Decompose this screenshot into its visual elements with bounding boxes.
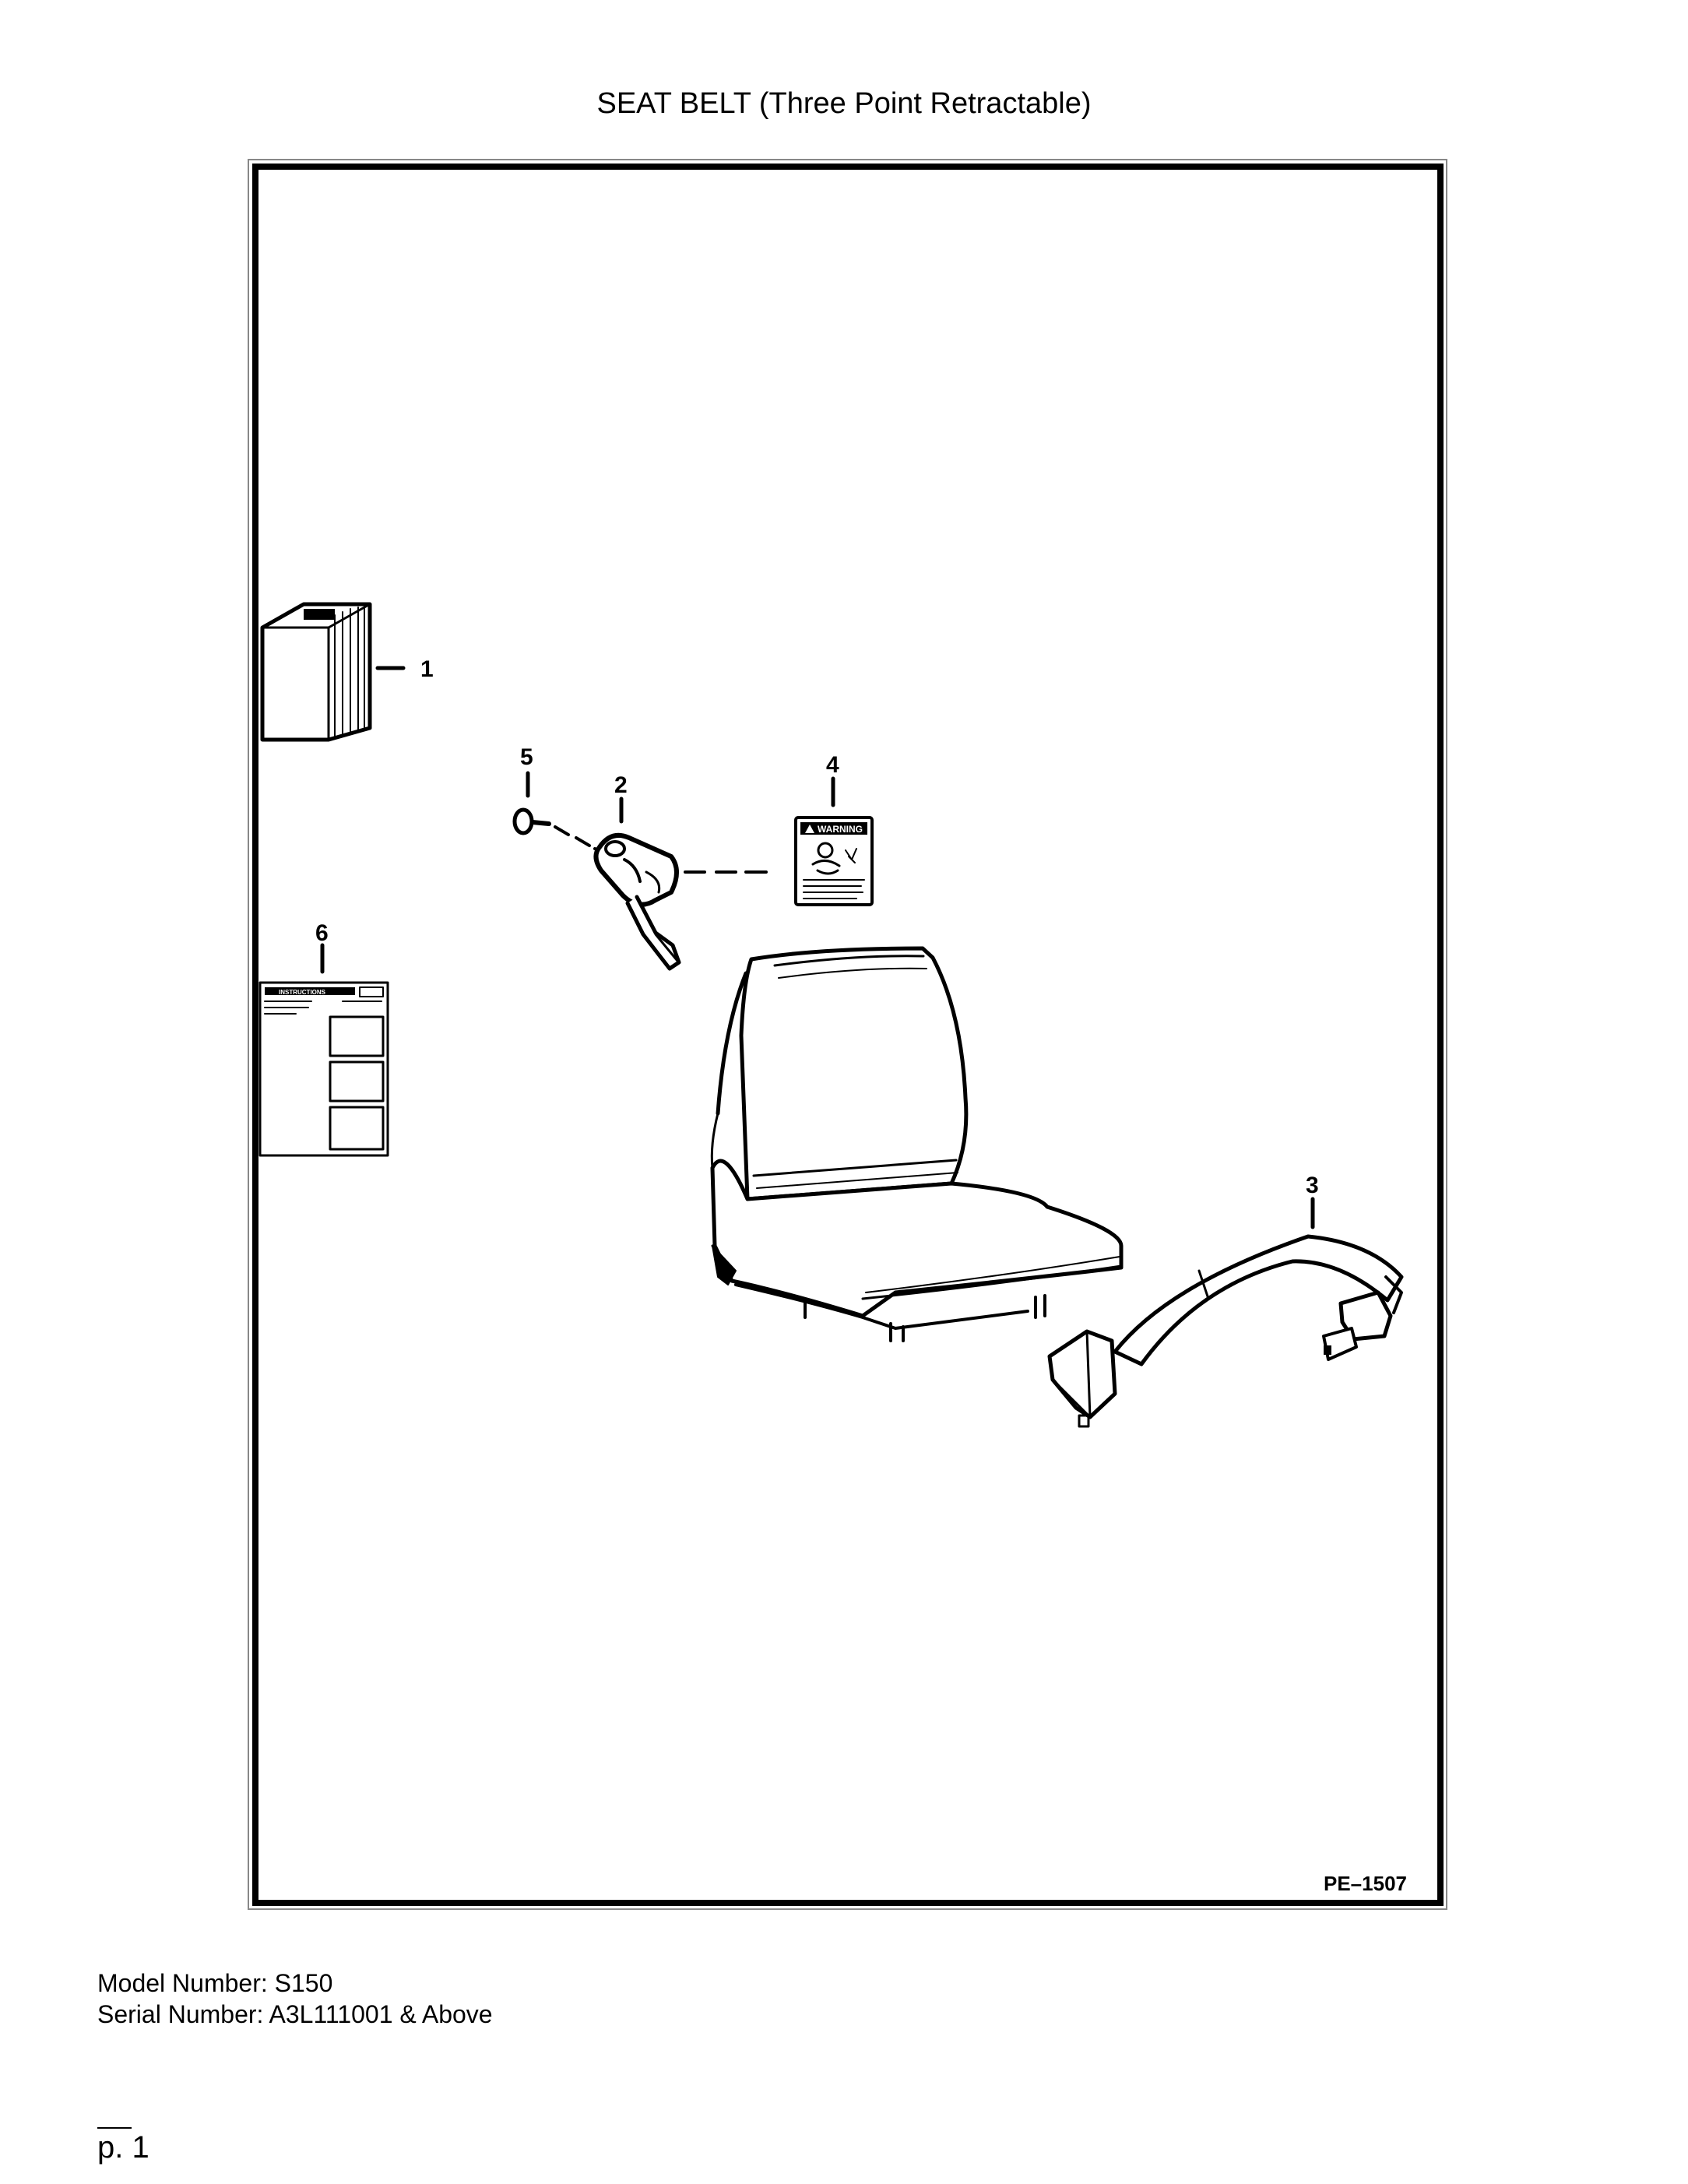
serial-number: Serial Number: A3L111001 & Above <box>97 2000 493 2028</box>
part-2-retractor-assembly <box>593 797 768 971</box>
illustration-frame-outer <box>248 159 1447 1910</box>
part-1-retractor-box <box>260 602 406 742</box>
callout-6: 6 <box>315 920 329 946</box>
warning-decal-text: WARNING <box>818 824 863 835</box>
illustration-frame <box>252 164 1444 1906</box>
callout-3: 3 <box>1306 1173 1319 1198</box>
callout-1: 1 <box>420 656 434 682</box>
part-3-belt-buckle <box>1047 1197 1404 1428</box>
page-number: p. 1 <box>97 2130 149 2165</box>
part-5-bolt <box>512 771 607 855</box>
callout-2: 2 <box>614 772 628 798</box>
operator-seat <box>710 946 1124 1342</box>
page-number-rule <box>97 2127 132 2129</box>
part-6-instructions-decal <box>258 943 389 1157</box>
model-number: Model Number: S150 <box>97 1969 333 1997</box>
drawing-reference-code: PE–1507 <box>1324 1872 1407 1895</box>
page-title: SEAT BELT (Three Point Retractable) <box>596 87 1092 120</box>
instructions-decal-text: INSTRUCTIONS <box>279 989 326 996</box>
part-4-warning-decal <box>794 776 874 906</box>
model-info: Model Number: S150 Serial Number: A3L111… <box>97 1968 493 2030</box>
callout-5: 5 <box>520 744 533 770</box>
callout-4: 4 <box>826 752 839 778</box>
